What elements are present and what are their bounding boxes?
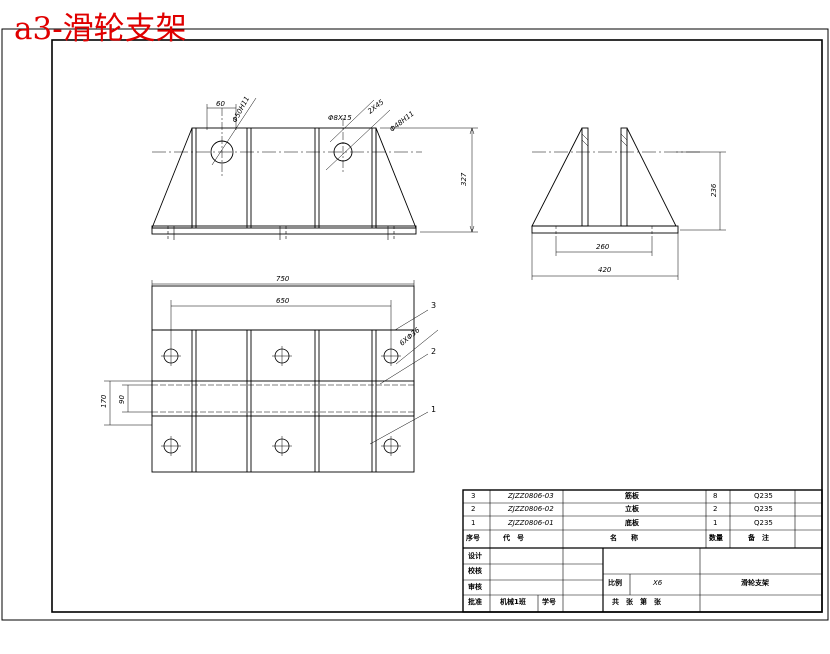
part-no: 1 [471,519,476,527]
dim-750: 750 [276,275,290,283]
part-code: ZJZZ0806-03 [508,492,554,500]
tb-drawing-name: 滑轮支架 [741,579,769,587]
tb-class: 机械1班 [500,598,526,606]
top-view [104,280,439,473]
part-name: 底板 [625,519,639,527]
dim-260: 260 [596,243,610,251]
dim-60: 60 [216,100,225,108]
dim-170: 170 [100,394,108,408]
dim-phi48: Φ48H11 [388,110,415,134]
part-qty: 8 [713,492,718,500]
tb-scale-value: X6 [653,579,663,587]
tb-check: 校核 [468,567,482,575]
tb-scale-label: 比例 [608,579,622,587]
dim-6xphi36: 6XΦ36 [398,326,422,348]
dim-phi50: Φ50H11 [231,95,251,124]
header-no: 序号 [466,534,480,542]
title-block-grid [462,489,823,613]
dim-phi8x15: Φ8X15 [328,114,352,122]
tb-student-no: 学号 [542,598,556,606]
part-code: ZJZZ0806-01 [508,519,554,527]
part-name: 立板 [625,505,639,513]
dim-327: 327 [460,172,468,186]
tb-review: 审核 [468,583,482,591]
part-material: Q235 [754,519,773,527]
balloon-1: 1 [431,405,436,414]
part-qty: 2 [713,505,718,513]
dim-420: 420 [598,266,612,274]
dim-650: 650 [276,297,290,305]
part-qty: 1 [713,519,718,527]
dim-236: 236 [710,183,718,197]
drawing-title: a3-滑轮支架 [14,11,187,47]
inner-frame [51,39,823,613]
header-qty: 数量 [709,534,723,542]
tb-approve: 批准 [468,598,482,606]
tb-sheets: 共 张 第 张 [612,598,661,606]
balloon-2: 2 [431,347,436,356]
header-note: 备 注 [748,534,769,542]
front-view [151,97,478,240]
outer-border [1,28,829,621]
part-material: Q235 [754,505,773,513]
header-name: 名 称 [610,534,638,542]
header-code: 代 号 [503,534,524,542]
side-view [531,127,726,280]
part-name: 筋板 [625,492,639,500]
part-no: 2 [471,505,476,513]
dim-2x45: 2X45 [366,98,386,116]
part-code: ZJZZ0806-02 [508,505,554,513]
part-material: Q235 [754,492,773,500]
dim-90: 90 [118,395,126,404]
part-no: 3 [471,492,476,500]
tb-design: 设计 [468,552,482,560]
balloon-3: 3 [431,301,436,310]
